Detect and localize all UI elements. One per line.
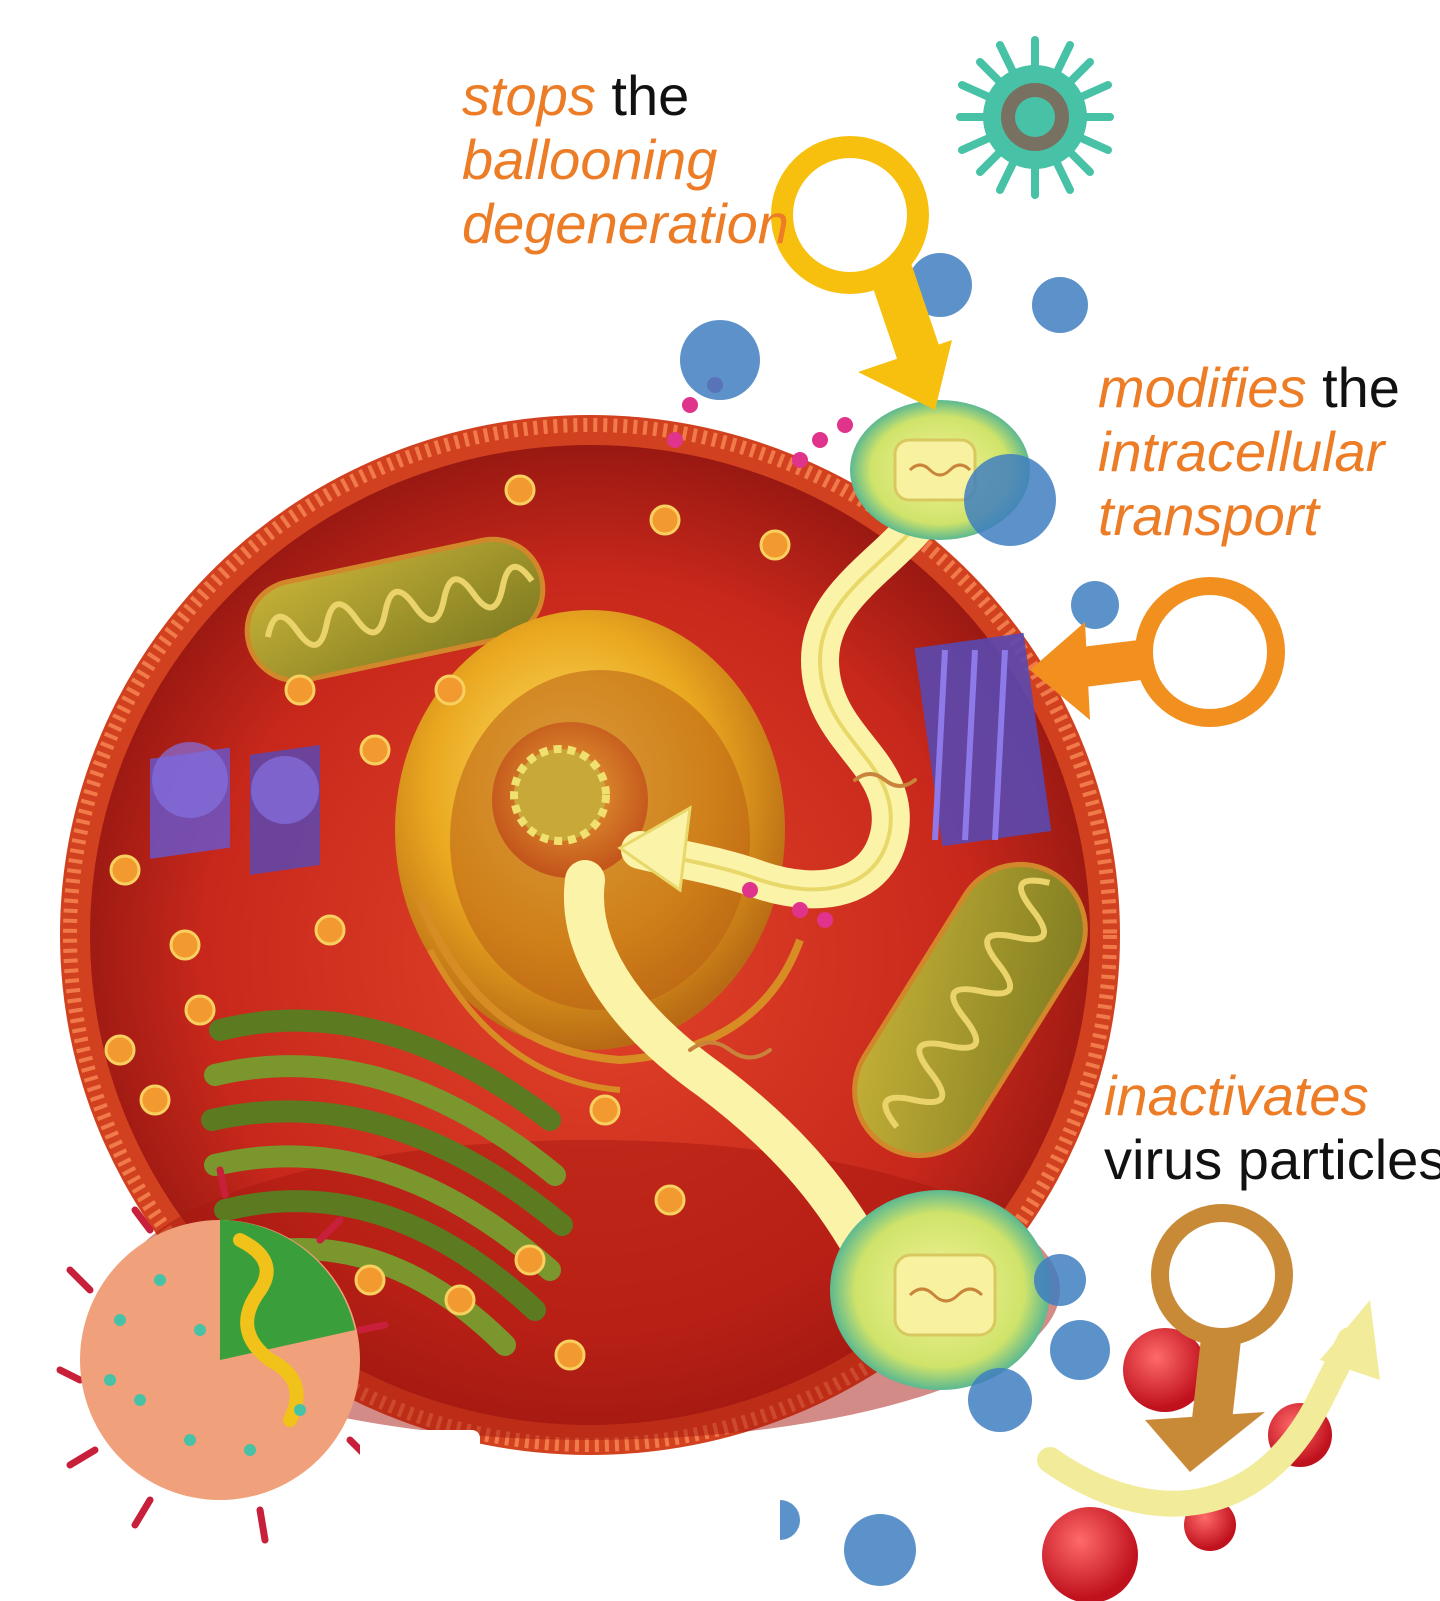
- callout-line: virus particles: [1104, 1128, 1440, 1192]
- callout-inactivate: inactivates virus particles: [1104, 1064, 1440, 1192]
- callout-emphasis: inactivates: [1104, 1064, 1369, 1127]
- virus-exit-bud: [830, 1190, 1050, 1390]
- callout-plain: the: [596, 64, 689, 127]
- callout-emphasis: stops: [462, 64, 596, 127]
- magnifier-marker-transport: [1030, 586, 1276, 720]
- green-virus-icon: [960, 40, 1110, 195]
- callout-line: intracellular: [1098, 420, 1400, 484]
- bottom-overlay: [300, 1430, 780, 1601]
- callout-plain: the: [1307, 356, 1400, 419]
- callout-emphasis: modifies: [1098, 356, 1307, 419]
- callout-transport: modifies the intracellular transport: [1098, 356, 1400, 548]
- callout-line: transport: [1098, 484, 1400, 548]
- callout-line: ballooning: [462, 128, 789, 192]
- callout-ballooning: stops the ballooning degeneration: [462, 64, 789, 256]
- callout-line: degeneration: [462, 192, 789, 256]
